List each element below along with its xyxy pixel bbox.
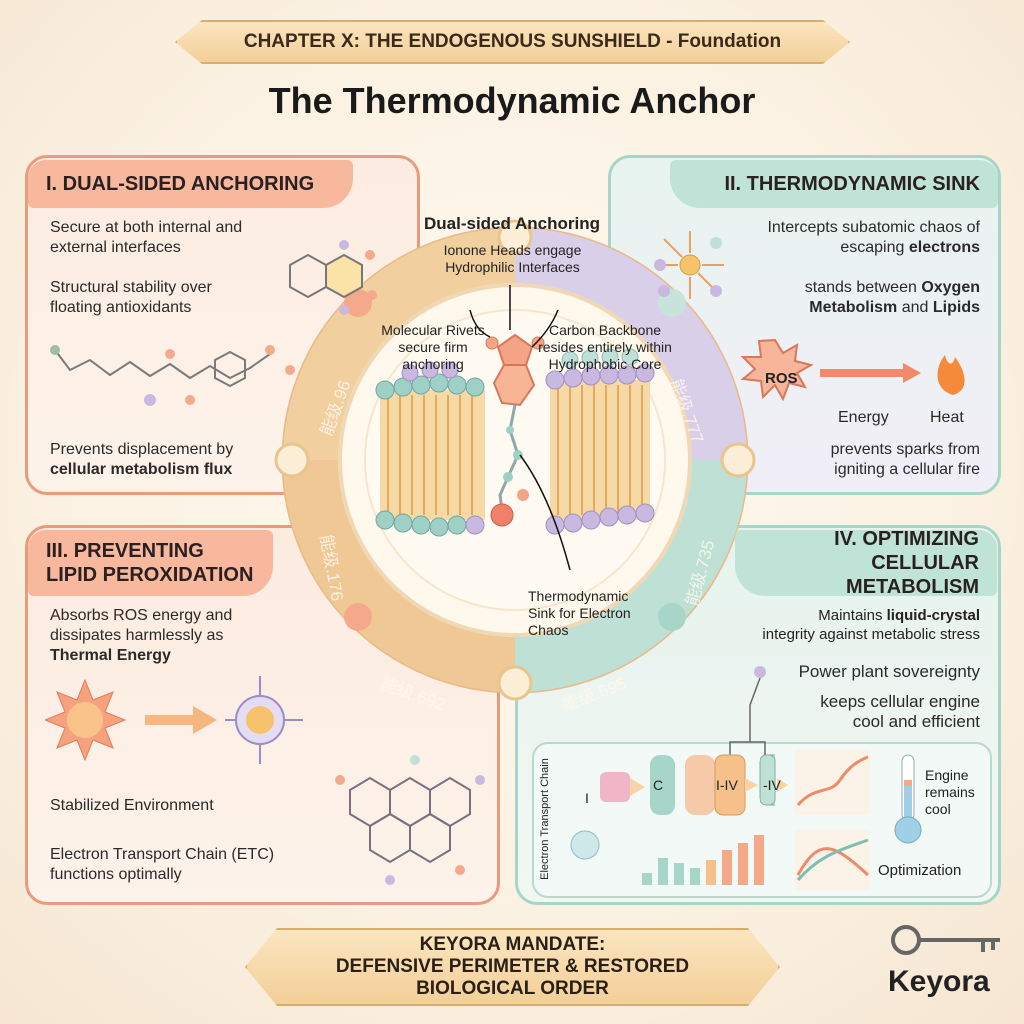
panel3-title-line1: III. PREVENTING xyxy=(46,540,204,562)
sun-to-shield-icon xyxy=(45,676,303,764)
panel1-text3-bold: cellular metabolism flux xyxy=(50,461,233,478)
center-ring xyxy=(274,219,756,701)
ros-energy-heat-diagram xyxy=(740,338,965,402)
etc-box-3: I-IV xyxy=(716,777,738,793)
etc-vertical-label: Electron Transport Chain xyxy=(539,758,551,880)
etc-box-4-shape xyxy=(760,755,788,806)
panel3-text2: Stabilized Environment xyxy=(50,797,214,814)
center-subheading: Ionone Heads engage Hydrophilic Interfac… xyxy=(443,242,582,275)
panel1-text3-plain: Prevents displacement by xyxy=(50,441,234,458)
etc-box-4: -IV xyxy=(763,777,781,793)
panel3-text1: Absorbs ROS energy and dissipates harmle… xyxy=(50,606,280,666)
chapter-text: CHAPTER X: THE ENDOGENOUS SUNSHIELD - Fo… xyxy=(243,31,782,52)
brand-logo: Keyora xyxy=(888,965,990,998)
ros-label: ROS xyxy=(765,370,798,387)
panel2-text2: stands between Oxygen Metabolism and Lip… xyxy=(750,278,980,318)
optimization-label: Optimization xyxy=(878,862,962,879)
energy-label: Energy xyxy=(838,409,889,426)
t: integrity against metabolic stress xyxy=(762,626,980,643)
rivets-label: Molecular Rivets secure firm anchoring xyxy=(381,322,485,372)
panel2-text1-bold: electrons xyxy=(908,239,980,256)
t: liquid-crystal xyxy=(886,607,980,624)
electron-node xyxy=(754,666,766,678)
ring-segment-bottom-left xyxy=(283,460,515,692)
panel1-text2: Structural stability over floating antio… xyxy=(50,279,212,316)
t: Thermal Energy xyxy=(50,647,171,664)
panel2-title: II. THERMODYNAMIC SINK xyxy=(670,160,998,208)
panel4-text2: Power plant sovereignty xyxy=(798,662,980,681)
heat-label: Heat xyxy=(930,409,964,426)
thermometer-icon xyxy=(894,754,922,844)
sink-label: Thermodynamic Sink for Electron Chaos xyxy=(528,588,631,638)
t: stands between xyxy=(804,279,917,296)
callout-arrows xyxy=(469,285,571,571)
page-title: The Thermodynamic Anchor xyxy=(268,80,756,121)
lipid-bilayer-right xyxy=(545,348,655,535)
engine-cool-label: Engine remains cool xyxy=(925,767,975,817)
panel2-text3: prevents sparks from igniting a cellular… xyxy=(830,441,980,478)
panel4-title-line1: IV. OPTIMIZING xyxy=(834,528,979,550)
polycyclic-molecule-icon xyxy=(335,755,485,885)
chapter-banner: CHAPTER X: THE ENDOGENOUS SUNSHIELD - Fo… xyxy=(175,20,850,64)
mandate-line1: KEYORA MANDATE: xyxy=(419,934,606,955)
ring-molecule-icon xyxy=(289,240,377,315)
panel2-text1-plain: Intercepts subatomic chaos of escaping xyxy=(767,219,980,256)
t: Oxygen Metabolism xyxy=(809,279,980,316)
panel4-text3: keeps cellular engine cool and efficient xyxy=(820,692,980,731)
etc-chain-diagram xyxy=(570,666,775,885)
etc-box-1: I xyxy=(585,790,589,806)
panel1-title: I. DUAL-SIDED ANCHORING xyxy=(28,160,353,208)
t: Absorbs ROS energy and dissipates harmle… xyxy=(50,607,233,644)
mandate-line2: DEFENSIVE PERIMETER & RESTORED xyxy=(335,956,690,977)
ring-segment-top-left xyxy=(283,228,515,460)
center-heading: Dual-sided Anchoring xyxy=(424,214,600,233)
panel4-title-line2: CELLULAR METABOLISM xyxy=(846,552,979,598)
panel1-text1: Secure at both internal and external int… xyxy=(50,219,243,256)
ring-segment-top-right xyxy=(515,228,747,460)
anchor-molecule xyxy=(485,333,545,527)
line-charts-icon xyxy=(795,750,870,890)
panel3-text3: Electron Transport Chain (ETC) functions… xyxy=(50,846,275,883)
etc-box-2: C xyxy=(653,777,664,793)
t: Lipids xyxy=(932,299,980,316)
panel4-text1: Maintains liquid-crystal integrity agains… xyxy=(730,606,980,644)
panel1-text3: Prevents displacement by cellular metabol… xyxy=(50,440,280,480)
mandate-line3: BIOLOGICAL ORDER xyxy=(416,978,609,999)
t: and xyxy=(901,299,929,316)
electron-burst-icon xyxy=(654,231,724,299)
key-icon xyxy=(891,925,1000,955)
backbone-label: Carbon Backbone resides entirely within … xyxy=(538,322,672,372)
t: Maintains xyxy=(818,607,883,624)
panel3-title-line2: LIPID PEROXIDATION xyxy=(46,564,254,586)
lipid-bilayer-left xyxy=(375,361,485,537)
ring-segment-bottom-right xyxy=(515,460,747,692)
molecule-chain-icon xyxy=(50,345,295,406)
mandate-banner: KEYORA MANDATE: DEFENSIVE PERIMETER & RE… xyxy=(245,928,780,1006)
panel2-text1: Intercepts subatomic chaos of escaping e… xyxy=(740,218,980,258)
